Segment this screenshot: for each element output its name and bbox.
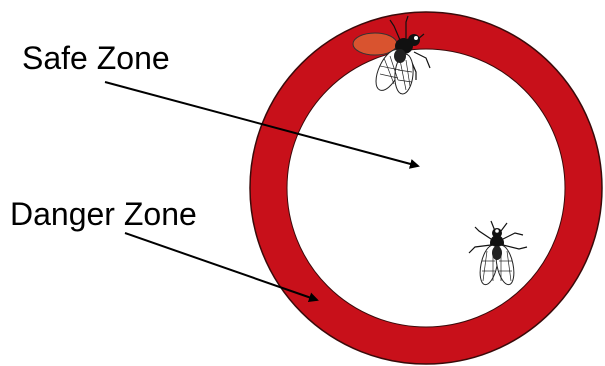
safe-zone-area: [287, 49, 565, 327]
danger-zone-label: Danger Zone: [10, 198, 197, 230]
safe-zone-label: Safe Zone: [22, 42, 170, 74]
